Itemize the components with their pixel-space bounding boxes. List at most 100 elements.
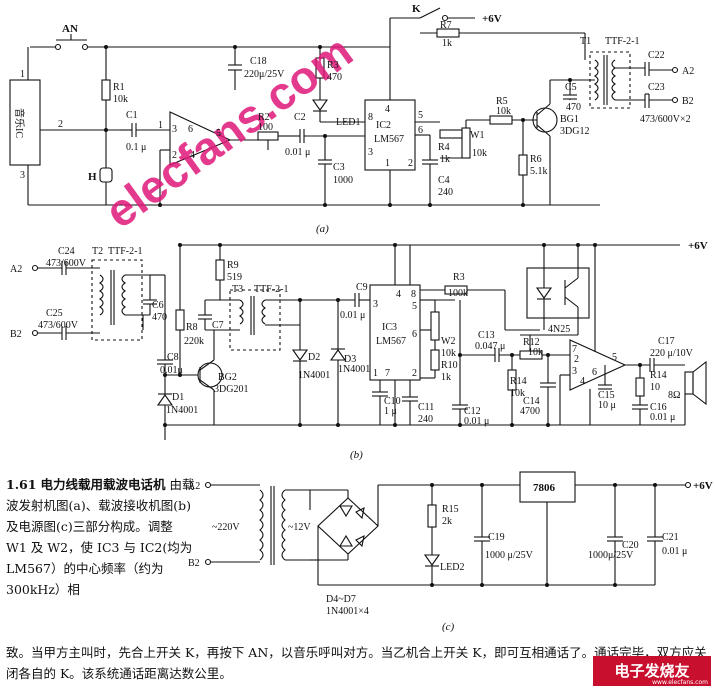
label-c4: C4 [438, 175, 450, 186]
label-r6-value: 5.1k [530, 166, 548, 177]
label-c23: C23 [648, 82, 665, 93]
label-r7: R7 [440, 20, 452, 31]
label-ic2-pin4: 4 [385, 104, 390, 115]
label-c12: C12 [464, 406, 481, 417]
label-ic3-part: LM567 [376, 336, 406, 347]
label-c18-value: 220μ/25V [244, 69, 285, 80]
label-ic3-pin5: 5 [412, 301, 417, 312]
power-supply-circuit [204, 471, 692, 586]
label-bg2: BG2 [218, 372, 237, 383]
label-c17-value: 220 μ/10V [650, 348, 694, 359]
label-c8: C8 [167, 352, 179, 363]
label-ic2-pin1: 1 [385, 158, 390, 169]
label-k: K [412, 3, 421, 15]
subcaption-a: (a) [316, 223, 329, 235]
label-c17: C17 [658, 336, 675, 347]
label-b2-out: B2 [682, 96, 694, 107]
label-ic3: IC3 [382, 322, 397, 333]
label-r15: R15 [442, 504, 459, 515]
label-c8-value: 0.01μ [160, 365, 183, 376]
label-bridge: D4~D7 [326, 594, 356, 605]
label-music-pin1: 1 [20, 69, 25, 80]
label-c16-value: 0.01 μ [650, 412, 675, 423]
label-c15-value: 10 μ [598, 400, 616, 411]
label-speaker: 8Ω [668, 390, 680, 401]
label-r8: R8 [186, 322, 198, 333]
label-op-pin3: 3 [572, 366, 577, 377]
label-op-pin6: 6 [592, 367, 597, 378]
label-r4: R4 [438, 142, 450, 153]
label-r4-value: 1k [440, 154, 450, 165]
label-vcc-a: +6V [482, 13, 502, 25]
label-c10: C10 [384, 396, 401, 407]
label-c18: C18 [250, 56, 267, 67]
label-c2-value: 0.01 μ [285, 147, 310, 158]
label-c10-value: 1 μ [384, 406, 397, 417]
label-op-pin5: 5 [216, 128, 221, 139]
label-d1: D1 [172, 392, 184, 403]
label-d2: D2 [308, 352, 320, 363]
label-c22: C22 [648, 50, 665, 61]
label-c9-value: 0.01 μ [340, 310, 365, 321]
label-ic2-pin5: 5 [418, 110, 423, 121]
label-r3: R3 [327, 60, 339, 71]
label-t2: T2 [92, 246, 103, 257]
label-c20-value: 1000μ/25V [588, 550, 634, 561]
label-vcc-c: +6V [693, 480, 713, 492]
label-c21-value: 0.01 μ [662, 546, 687, 557]
labels-a: AN K +6V 音乐IC 2 3 1 R1 10k H C1 0.1 μ 1 … [13, 3, 694, 235]
figure-description: 由载波发射机图(a)、载波接收机图(b)及电源图(c)三部分构成。调整 W1 及… [6, 477, 195, 597]
label-r7-value: 1k [442, 38, 452, 49]
label-c11: C11 [418, 402, 434, 413]
label-c19-value: 1000 μ/25V [485, 550, 534, 561]
label-a2-out: A2 [682, 66, 694, 77]
label-r3b-value: 100k [448, 288, 468, 299]
logo-url: www.elecfans.com [652, 679, 708, 686]
label-op-pin7: 7 [572, 344, 577, 355]
subcaption-c: (c) [442, 621, 455, 633]
watermark: elecfans.com [95, 25, 361, 238]
label-r15-value: 2k [442, 516, 452, 527]
label-c25-value: 473/600V [38, 320, 79, 331]
label-7806: 7806 [533, 482, 556, 494]
label-t1-part: TTF-2-1 [605, 36, 639, 47]
label-ic3-pin6: 6 [412, 329, 417, 340]
label-r14: R14 [510, 376, 527, 387]
label-op-pin5: 5 [612, 352, 617, 363]
label-d3-part: 1N4001 [338, 364, 370, 375]
label-bridge-part: 1N4001×4 [326, 606, 369, 617]
label-op-pin6: 6 [188, 124, 193, 135]
label-c24: C24 [58, 246, 75, 257]
label-r10-value: 1k [441, 372, 451, 383]
label-r9-value: 519 [227, 272, 242, 283]
label-ic3-pin1: 1 [373, 368, 378, 379]
label-r14b-value: 10 [650, 382, 660, 393]
label-vcc-b: +6V [688, 240, 708, 252]
label-c22-c23-value: 473/600V×2 [640, 114, 691, 125]
figure-title: 电力线载用载波电话机 [40, 477, 166, 492]
label-w2-value: 10k [441, 348, 456, 359]
label-bg1: BG1 [560, 114, 579, 125]
label-bg2-part: 3DG201 [214, 384, 248, 395]
label-r5: R5 [496, 96, 508, 107]
label-c1-value: 0.1 μ [126, 142, 146, 153]
label-b2-mains: B2 [188, 558, 200, 569]
label-4n25: 4N25 [548, 324, 570, 335]
label-t3-part: TTF-2-1 [254, 284, 288, 295]
label-w1-value: 10k [472, 148, 487, 159]
label-op-pin2: 2 [574, 354, 579, 365]
subcaption-b: (b) [350, 449, 363, 461]
label-w2: W2 [441, 336, 455, 347]
label-a2-mains: A2 [188, 481, 200, 492]
label-ic2-pin6: 6 [418, 125, 423, 136]
label-ic2-pin3: 3 [368, 147, 373, 158]
label-t1: T1 [580, 36, 591, 47]
label-t3: T3 [232, 284, 243, 295]
label-mic-h: H [88, 171, 97, 183]
label-c5: C5 [565, 82, 577, 93]
label-op-pin3: 3 [172, 124, 177, 135]
label-led1: LED1 [336, 117, 360, 128]
label-c20: C20 [622, 540, 639, 551]
label-c25: C25 [46, 308, 63, 319]
label-r3b: R3 [453, 272, 465, 283]
